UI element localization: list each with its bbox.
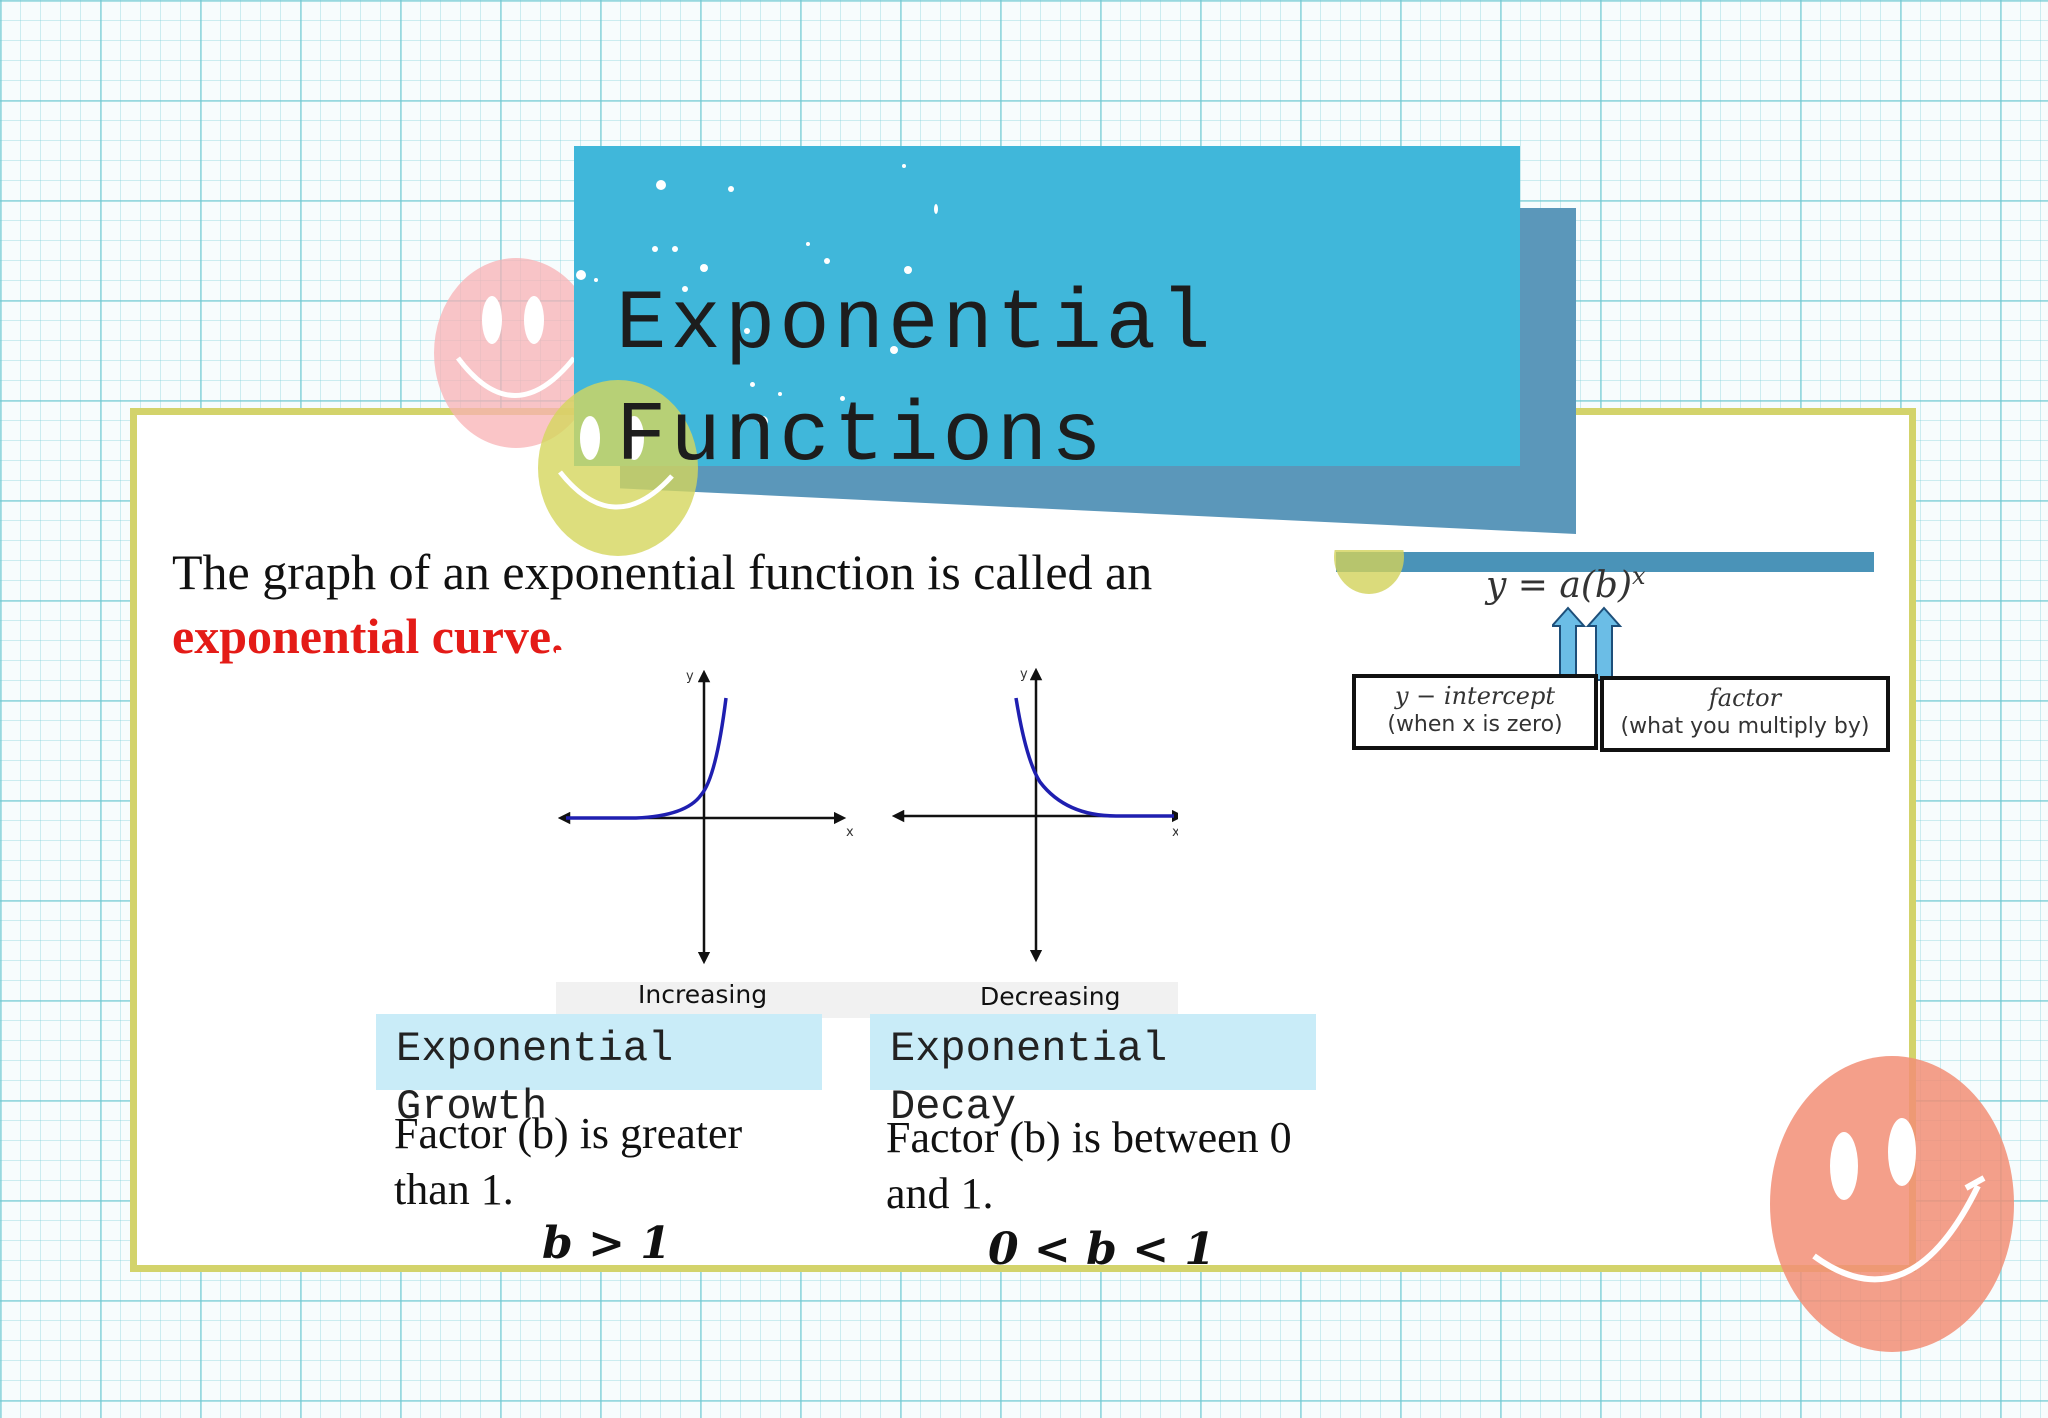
growth-inequality: b > 1: [542, 1218, 671, 1269]
decay-graph: x y: [891, 667, 1178, 963]
intercept-note: (when x is zero): [1387, 712, 1563, 737]
smiley-yellow-icon: [538, 380, 698, 556]
decay-y-label: y: [1020, 667, 1028, 682]
intercept-title: y − intercept: [1394, 682, 1556, 710]
title-banner: [574, 146, 1520, 466]
exponential-graphs: x y x y: [556, 650, 1178, 1020]
growth-description: Factor (b) is greater than 1.: [394, 1109, 743, 1214]
graph-caption-row: [556, 982, 1178, 1018]
intro-highlight: exponential curve.: [172, 608, 564, 664]
factor-note: (what you multiply by): [1620, 714, 1870, 739]
intro-text: The graph of an exponential function is …: [172, 544, 1153, 600]
growth-curve: [566, 697, 728, 820]
formula-arrows: [1552, 606, 1623, 681]
intro-paragraph: The graph of an exponential function is …: [172, 540, 1322, 668]
arrow-up-icon: [1552, 606, 1587, 681]
graphs-svg: x y x y: [557, 667, 1178, 965]
slide-title: Exponential Functions: [616, 278, 1215, 485]
growth-label: Exponential Growth: [376, 1014, 822, 1131]
decay-curve: [1014, 697, 1174, 818]
decorative-stripe: [1336, 552, 1874, 572]
growth-graph: x y: [557, 669, 854, 965]
factor-title: factor: [1708, 684, 1782, 712]
decay-label: Exponential Decay: [870, 1014, 1316, 1131]
formula-base: y = a(b): [1486, 565, 1632, 606]
arrow-up-icon: [1585, 606, 1623, 681]
formula-exponent: x: [1632, 562, 1646, 590]
growth-y-label: y: [686, 669, 694, 684]
smiley-pink-icon: [434, 258, 598, 448]
smiley-orange-icon: [1770, 1056, 2014, 1352]
decay-x-label: x: [1172, 825, 1178, 840]
growth-caption: Increasing: [638, 980, 768, 1009]
growth-x-label: x: [846, 825, 854, 840]
formula: y = a(b)x: [1486, 562, 1646, 606]
intercept-box: y − intercept (when x is zero): [1352, 674, 1598, 750]
decay-inequality: 0 < b < 1: [988, 1224, 1216, 1275]
decay-description: Factor (b) is between 0 and 1.: [886, 1113, 1292, 1218]
decay-caption: Decreasing: [980, 982, 1121, 1011]
factor-box: factor (what you multiply by): [1600, 676, 1890, 752]
